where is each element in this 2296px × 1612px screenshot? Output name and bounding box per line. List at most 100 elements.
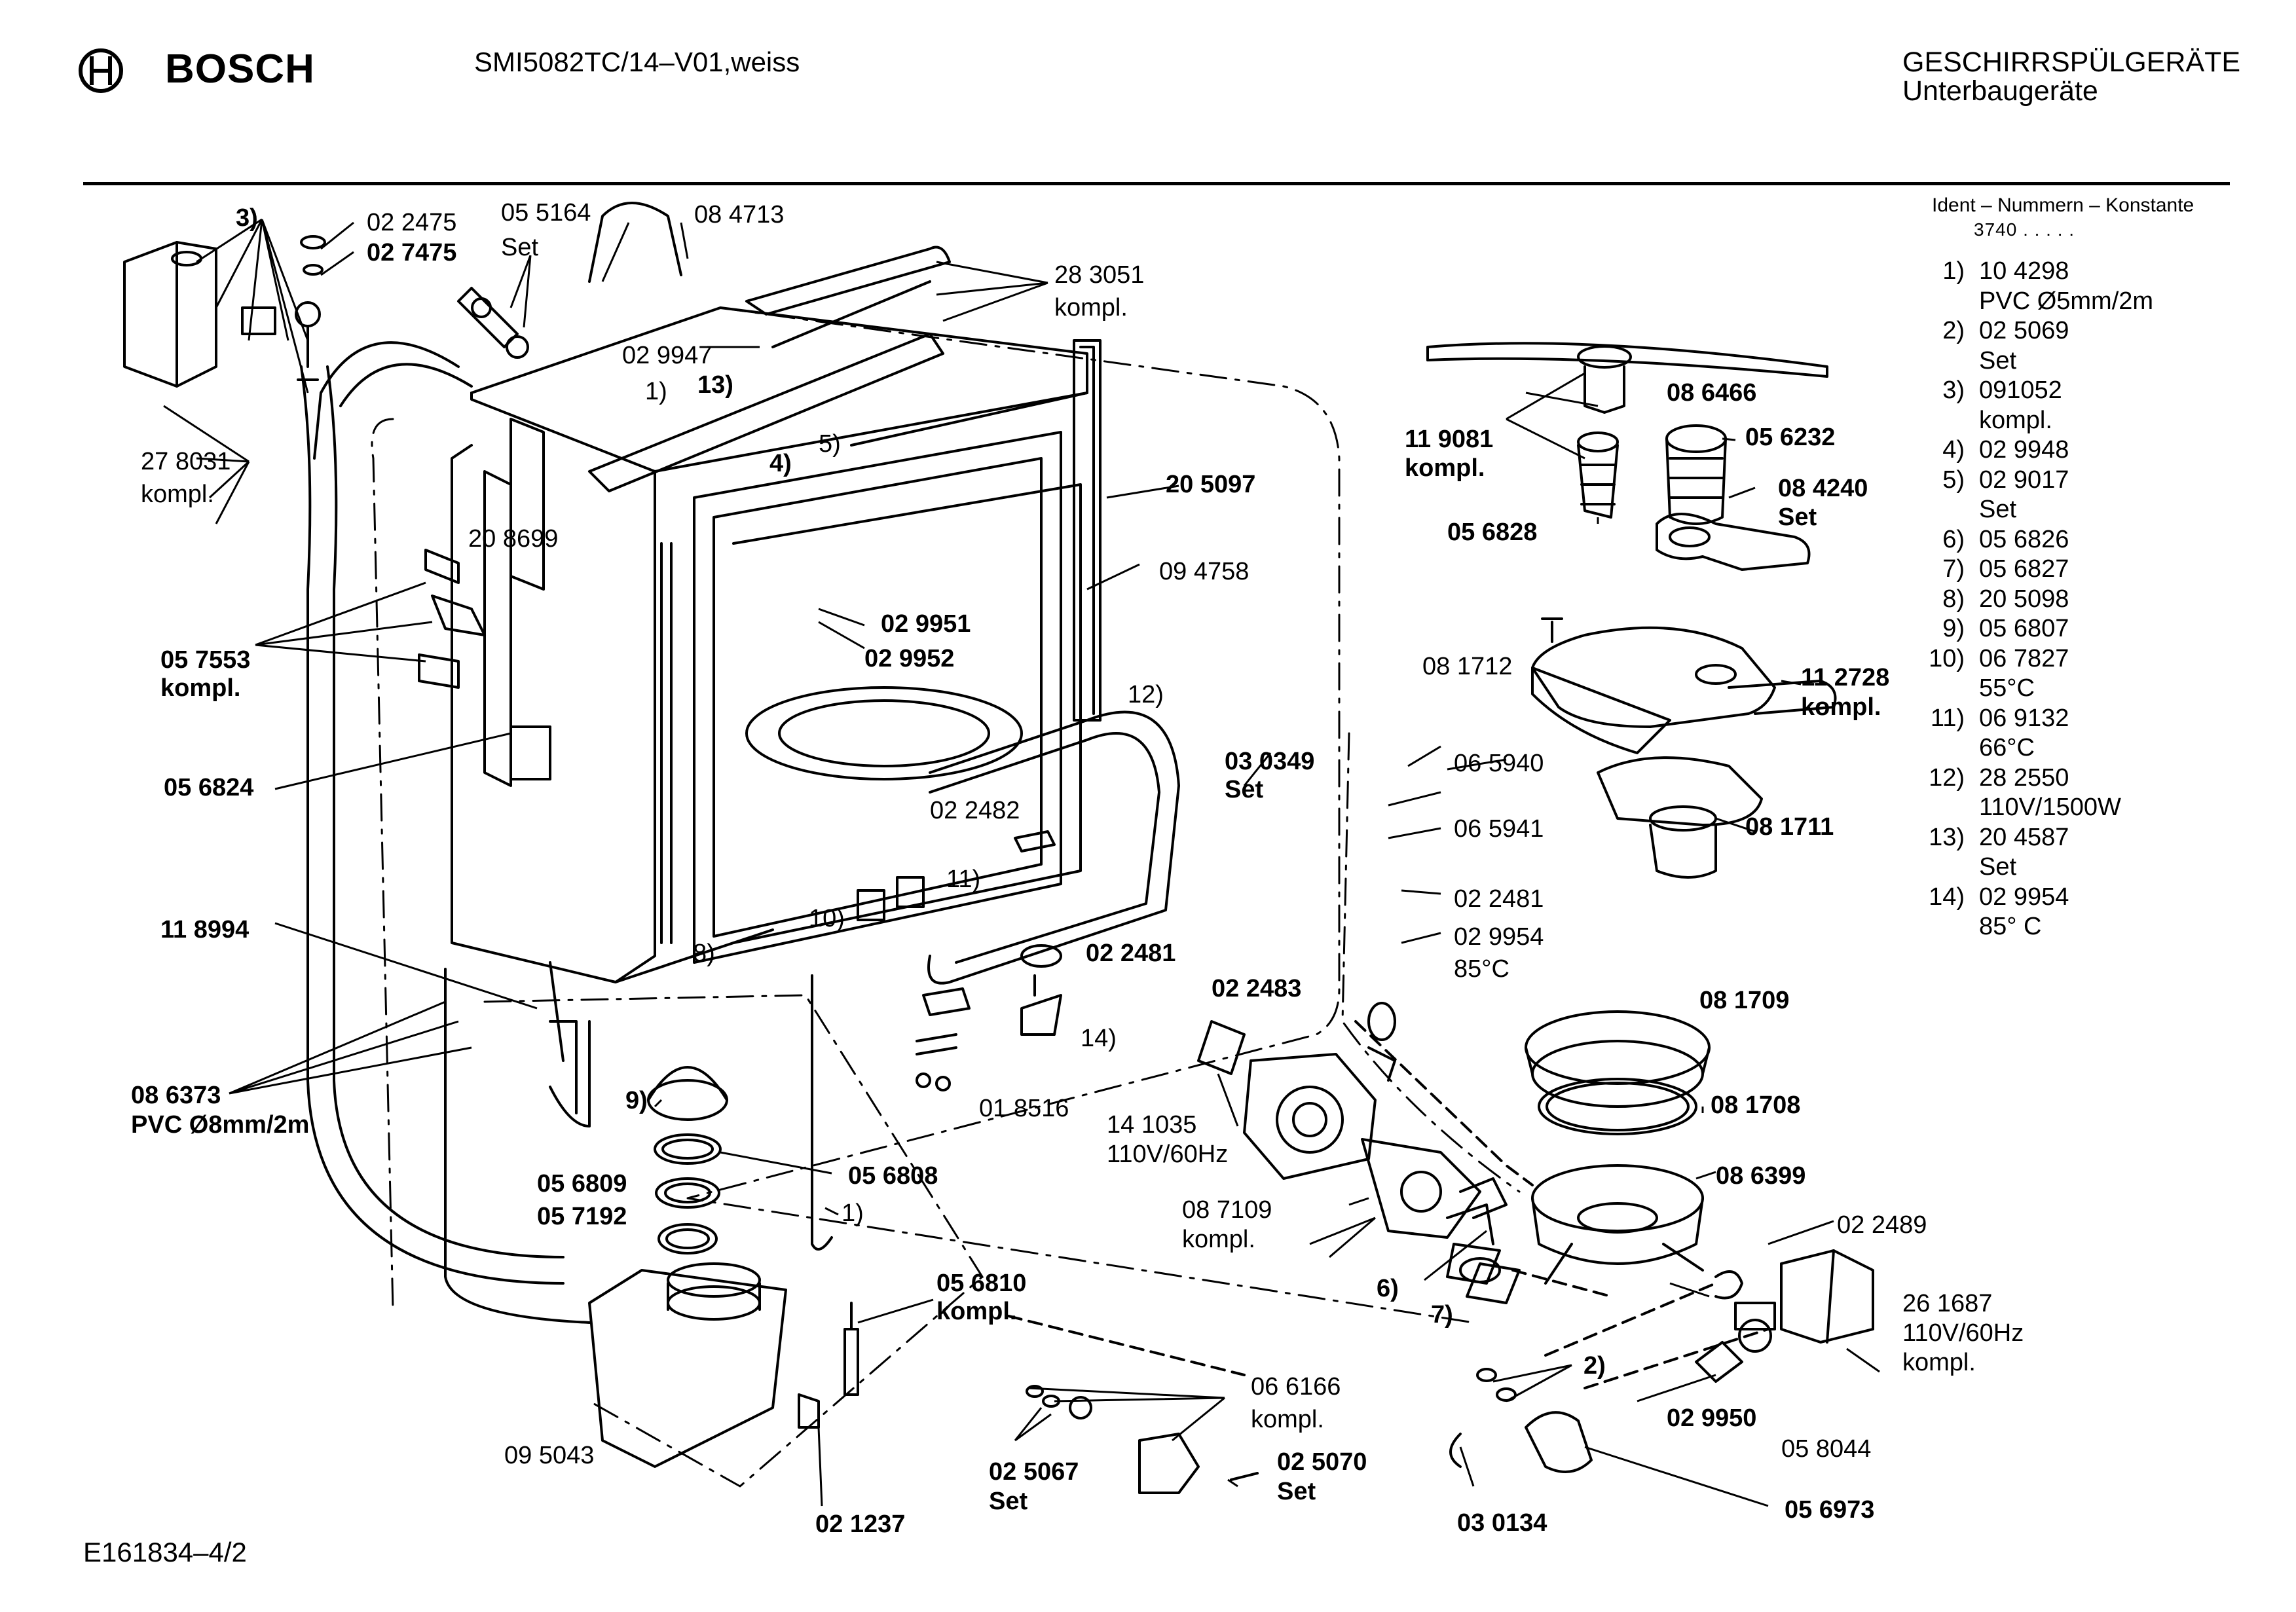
part-label: Set <box>1778 504 1817 531</box>
tub-body <box>451 306 1088 983</box>
part-label: 20 5097 <box>1166 471 1255 498</box>
legend-row: 85° C <box>1899 912 2153 942</box>
part-label: 5) <box>819 430 841 458</box>
door-seal <box>1073 339 1102 722</box>
legend-text: 05 6826 <box>1979 525 2069 553</box>
part-label: kompl. <box>160 674 240 702</box>
heater-element <box>843 1302 859 1396</box>
right-outline <box>1341 732 1521 1193</box>
pressure-switch <box>1020 944 1062 1036</box>
part-label: 02 9954 <box>1454 923 1544 951</box>
legend-number: 11) <box>1930 704 1965 732</box>
water-pocket <box>483 418 551 787</box>
screw <box>1541 617 1563 643</box>
legend-row: kompl. <box>1899 406 2153 436</box>
part-label: 12) <box>1128 681 1164 708</box>
legend-number: 9) <box>1942 615 1965 642</box>
legend-number: 13) <box>1929 823 1965 851</box>
legend-number: 12) <box>1929 763 1965 792</box>
legend-number: 14) <box>1929 883 1965 911</box>
part-label: kompl. <box>1405 454 1485 482</box>
machine-outline <box>686 306 1475 1324</box>
tub-outline-left <box>371 418 394 1311</box>
spray-bracket <box>1656 513 1811 571</box>
legend-text: 85° C <box>1979 913 2042 940</box>
part-label: 02 2483 <box>1212 975 1301 1002</box>
subcategory-title: Unterbaugeräte <box>1902 75 2098 107</box>
document-id: E161834–4/2 <box>83 1537 247 1567</box>
circulation-pump <box>1197 1020 1521 1304</box>
legend-number: 4) <box>1942 436 1965 464</box>
part-label: 08 1712 <box>1422 653 1512 680</box>
leader-lines <box>163 218 1880 1507</box>
part-label: 20 8699 <box>468 525 558 553</box>
category-title: GESCHIRRSPÜLGERÄTE <box>1902 46 2241 78</box>
part-label: 14 1035 <box>1107 1111 1196 1139</box>
part-label: 1) <box>842 1200 864 1227</box>
legend-row: 10)06 7827 <box>1899 644 2153 674</box>
legend-row: 12) 28 2550 <box>1899 763 2153 794</box>
legend-text: Set <box>1979 853 2017 881</box>
part-label: 08 1708 <box>1711 1091 1800 1119</box>
pump-and-hoses <box>549 961 833 1251</box>
part-label: 110V/60Hz <box>1107 1141 1228 1168</box>
part-label: 14) <box>1081 1025 1117 1052</box>
legend-text: 28 2550 <box>1979 763 2069 792</box>
part-label: 02 7475 <box>367 239 456 266</box>
part-label: Set <box>1277 1478 1316 1505</box>
legend-number: 7) <box>1942 555 1965 583</box>
part-label: 13) <box>697 371 733 399</box>
legend-row: 5)02 9017 <box>1899 466 2153 496</box>
part-label: 02 2475 <box>367 209 456 236</box>
legend-text: 02 9954 <box>1979 883 2069 911</box>
bosch-logo-icon <box>79 48 123 93</box>
fine-filter-plate <box>1531 626 1837 728</box>
part-label: 02 9951 <box>881 610 971 638</box>
part-label: 11 9081 <box>1405 426 1493 453</box>
legend-text: 55°C <box>1979 674 2035 702</box>
legend-number: 3) <box>1942 376 1965 404</box>
filter-sector <box>1531 667 1671 754</box>
legend-row: 14) 02 9954 <box>1899 883 2153 913</box>
connectors-right <box>1367 1002 1501 1283</box>
part-label: 08 6373 <box>131 1082 221 1109</box>
aquastop-box <box>123 241 217 388</box>
seal-ring <box>1714 1270 1743 1300</box>
part-label: 02 9952 <box>864 645 954 672</box>
part-label: 1) <box>645 378 667 405</box>
legend-row: 11)06 9132 <box>1899 704 2153 734</box>
legend-number: 10) <box>1929 644 1965 672</box>
part-label: 26 1687 <box>1902 1290 1992 1317</box>
part-label: 09 5043 <box>504 1442 594 1469</box>
part-label: 08 1711 <box>1745 813 1834 841</box>
part-label: 08 7109 <box>1182 1196 1272 1224</box>
legend-text: PVC Ø5mm/2m <box>1979 287 2154 315</box>
spray-arm <box>1426 342 1828 414</box>
part-label: 08 6399 <box>1716 1162 1805 1190</box>
part-label: 05 7192 <box>537 1203 627 1230</box>
legend-number: 6) <box>1942 525 1965 553</box>
legend-row: Set <box>1899 346 2153 376</box>
part-label: 08 1709 <box>1699 987 1789 1014</box>
washer-disk <box>1695 1341 1743 1383</box>
legend-text: 02 9948 <box>1979 436 2069 464</box>
legend-text: 66°C <box>1979 734 2035 761</box>
part-label: 02 2482 <box>930 797 1020 824</box>
legend-text: 05 6827 <box>1979 555 2069 583</box>
washer-small <box>300 235 326 249</box>
micro-filter <box>1597 756 1763 879</box>
sump-housing <box>1531 1164 1704 1285</box>
legend-row: 55°C <box>1899 674 2153 704</box>
legend-text: Set <box>1979 496 2017 523</box>
part-label: kompl. <box>1902 1349 1976 1376</box>
switch-parts <box>418 549 486 689</box>
part-label: kompl. <box>141 481 214 508</box>
part-label: 05 7553 <box>160 646 250 674</box>
legend-number: 2) <box>1942 317 1965 344</box>
model-number: SMI5082TC/14–V01,weiss <box>474 46 800 77</box>
part-label: 02 2481 <box>1086 940 1176 967</box>
part-label: 110V/60Hz <box>1902 1319 2024 1347</box>
